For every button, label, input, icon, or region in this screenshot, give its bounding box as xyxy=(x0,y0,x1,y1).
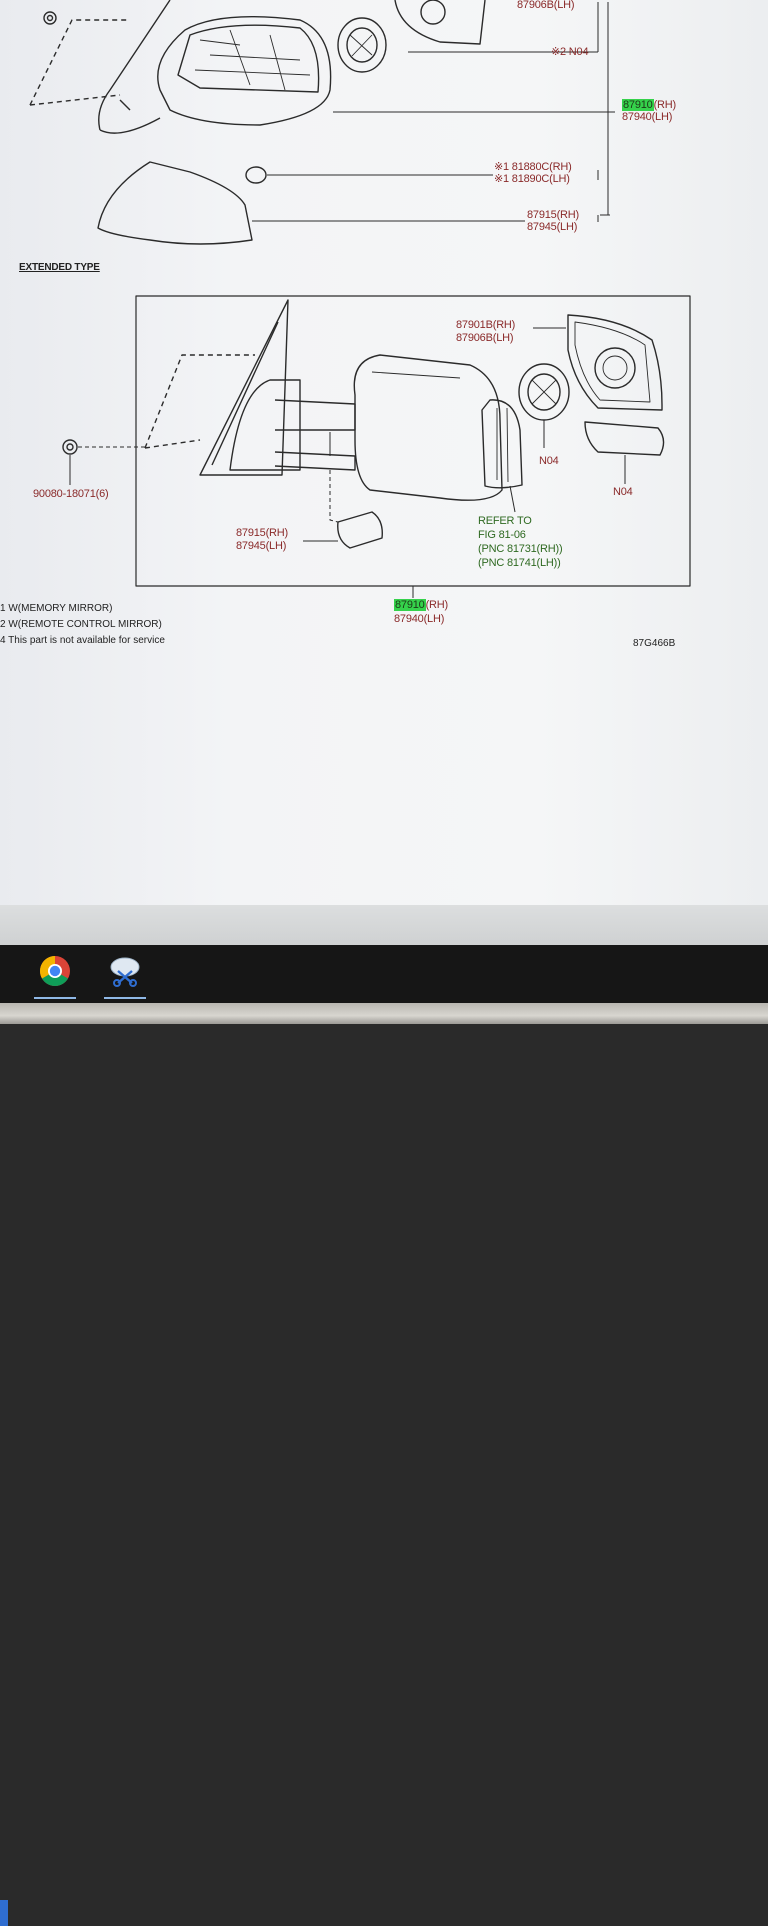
label-87915-top: 87915(RH) xyxy=(527,209,580,221)
chrome-active-indicator xyxy=(34,997,76,999)
highlight-87910-top: 87910 xyxy=(622,99,654,111)
label-87910-top: 87910(RH) xyxy=(622,99,677,111)
taskbar-edge-icon[interactable] xyxy=(0,1900,8,1926)
label-refer-fig: FIG 81-06 xyxy=(478,529,526,541)
label-87910-ext: 87910(RH) xyxy=(394,599,449,611)
label-87906b-top: 87906B(LH) xyxy=(517,0,575,11)
label-87906b-ext: 87906B(LH) xyxy=(456,332,514,344)
label-refer-pnc-lh: (PNC 81741(LH)) xyxy=(478,557,561,569)
footnote-remote-control-mirror: 2 W(REMOTE CONTROL MIRROR) xyxy=(0,619,162,630)
snipping-tool-active-indicator xyxy=(104,997,146,999)
footnote-not-available: 4 This part is not available for service xyxy=(0,635,165,646)
label-refer-to: REFER TO xyxy=(478,515,532,527)
label-bolt: 90080-18071(6) xyxy=(33,488,109,500)
taskbar-item-chrome[interactable] xyxy=(28,945,82,1003)
screen: 87906B(LH) ※2 N04 87910(RH) 87940(LH) ※1… xyxy=(0,0,768,945)
label-81880c: ※1 81880C(RH) xyxy=(494,161,572,173)
footnote-memory-mirror: 1 W(MEMORY MIRROR) xyxy=(0,603,113,614)
snipping-tool-icon xyxy=(110,957,140,987)
label-87910-rh-ext: (RH) xyxy=(425,599,449,611)
label-n04-top: ※2 N04 xyxy=(551,46,589,58)
diagram-code: 87G466B xyxy=(633,638,676,649)
label-87945-top: 87945(LH) xyxy=(527,221,578,233)
label-87940-ext: 87940(LH) xyxy=(394,613,445,625)
screen-bottom-band xyxy=(0,905,768,945)
taskbar-item-snipping-tool[interactable] xyxy=(98,945,152,1003)
monitor-bezel xyxy=(0,1003,768,1024)
label-87915-ext: 87915(RH) xyxy=(236,527,289,539)
label-87910-rh-top: (RH) xyxy=(653,99,677,111)
label-n04-ext-b: N04 xyxy=(613,486,633,498)
label-87945-ext: 87945(LH) xyxy=(236,540,287,552)
label-81890c: ※1 81890C(LH) xyxy=(494,173,570,185)
label-refer-pnc-rh: (PNC 81731(RH)) xyxy=(478,543,563,555)
chrome-icon xyxy=(39,956,70,987)
label-87901b: 87901B(RH) xyxy=(456,319,516,331)
parts-diagram xyxy=(29,0,691,598)
label-87940-top: 87940(LH) xyxy=(622,111,673,123)
highlight-87910-ext: 87910 xyxy=(394,599,426,611)
taskbar xyxy=(0,945,768,1926)
section-title-extended-type: EXTENDED TYPE xyxy=(19,262,100,273)
label-n04-ext-a: N04 xyxy=(539,455,559,467)
